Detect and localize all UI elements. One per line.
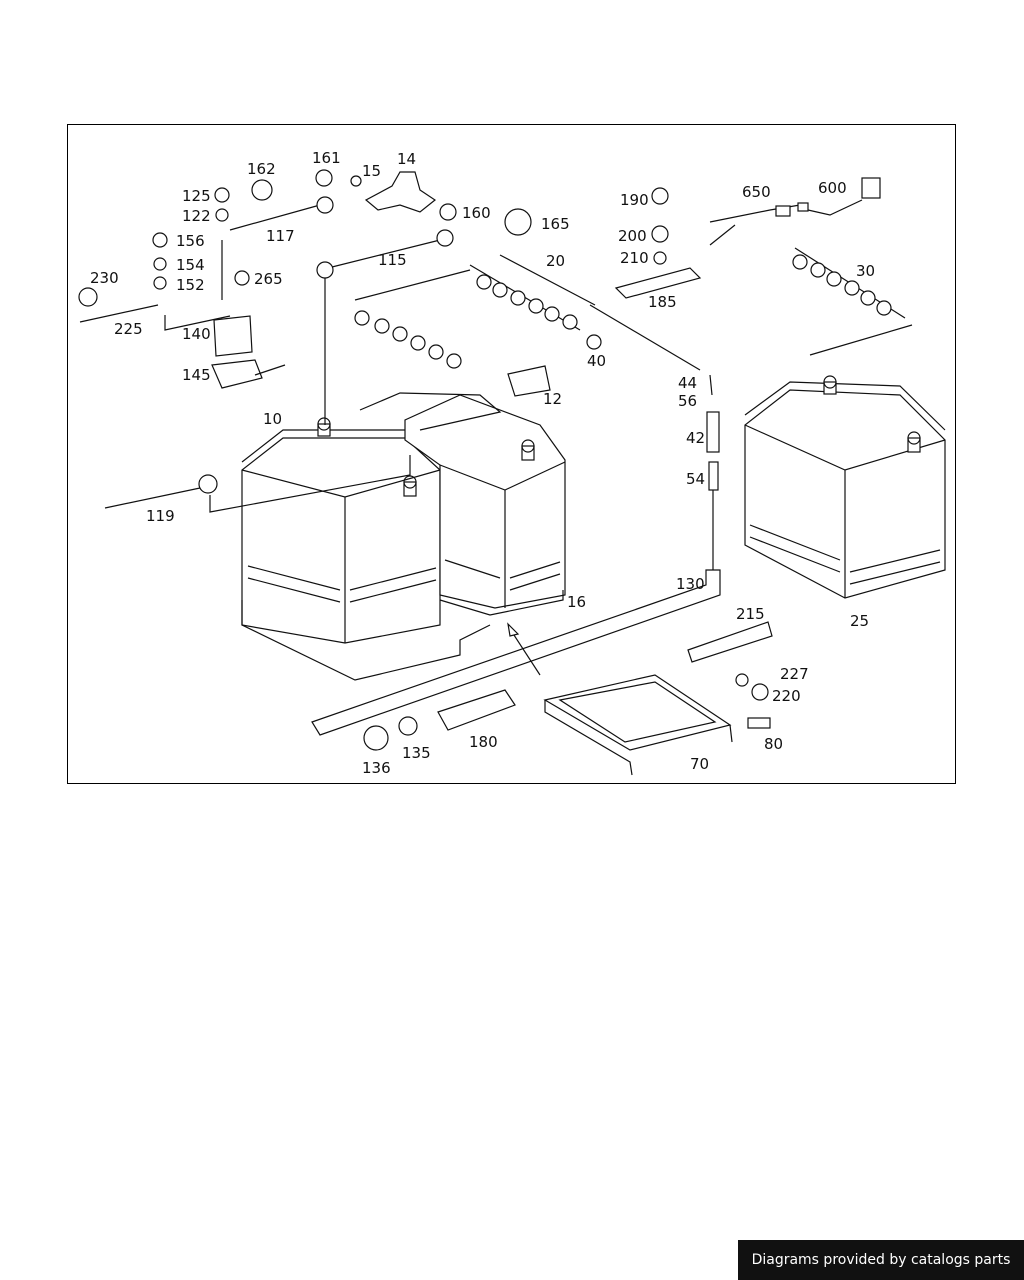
callout-label: 42 [686,429,705,447]
callout-label: 115 [378,251,407,269]
footer-credit: Diagrams provided by catalogs parts [738,1240,1024,1280]
callout-label: 600 [818,179,847,197]
callout-label: 80 [764,735,783,753]
callout-label: 14 [397,150,416,168]
callout-label: 650 [742,183,771,201]
callout-label: 161 [312,149,341,167]
callout-label: 15 [362,162,381,180]
callout-label: 56 [678,392,697,410]
callout-label: 10 [263,410,282,428]
callout-label: 160 [462,204,491,222]
callout-label: 16 [567,593,586,611]
callout-label: 117 [266,227,295,245]
callout-label: 25 [850,612,869,630]
callout-label: 215 [736,605,765,623]
callout-label: 200 [618,227,647,245]
callout-label: 122 [182,207,211,225]
callout-label: 225 [114,320,143,338]
callout-label: 140 [182,325,211,343]
callout-label: 227 [780,665,809,683]
callout-labels: 10 12 14 15 16 20 25 30 40 42 44 54 56 70 80 115 117 119 1… [90,149,875,777]
callout-label: 130 [676,575,705,593]
vent-strip-30 [792,247,913,356]
callout-label: 190 [620,191,649,209]
callout-label: 230 [90,269,119,287]
callout-label: 145 [182,366,211,384]
callout-label: 54 [686,470,705,488]
cables [79,177,881,513]
vent-strip-20 [354,254,596,369]
callout-label: 265 [254,270,283,288]
callout-label: 156 [176,232,205,250]
battery-16 [359,392,566,616]
callout-label: 44 [678,374,697,392]
callout-label: 40 [587,352,606,370]
callout-label: 185 [648,293,677,311]
callout-label: 70 [690,755,709,773]
callout-label: 30 [856,262,875,280]
callout-label: 20 [546,252,565,270]
battery-25 [744,375,946,599]
tray-70 [507,622,733,776]
battery-10 [241,417,491,681]
hardware [78,169,771,751]
callout-label: 210 [620,249,649,267]
callout-label: 135 [402,744,431,762]
callout-label: 125 [182,187,211,205]
brackets [437,267,773,731]
callout-label: 162 [247,160,276,178]
callout-label: 136 [362,759,391,777]
callout-label: 154 [176,256,205,274]
callout-label: 165 [541,215,570,233]
callout-label: 180 [469,733,498,751]
callout-label: 119 [146,507,175,525]
callout-label: 152 [176,276,205,294]
diagram-frame [67,124,956,784]
callout-label: 12 [543,390,562,408]
hose-130 [311,304,721,736]
callout-label: 220 [772,687,801,705]
